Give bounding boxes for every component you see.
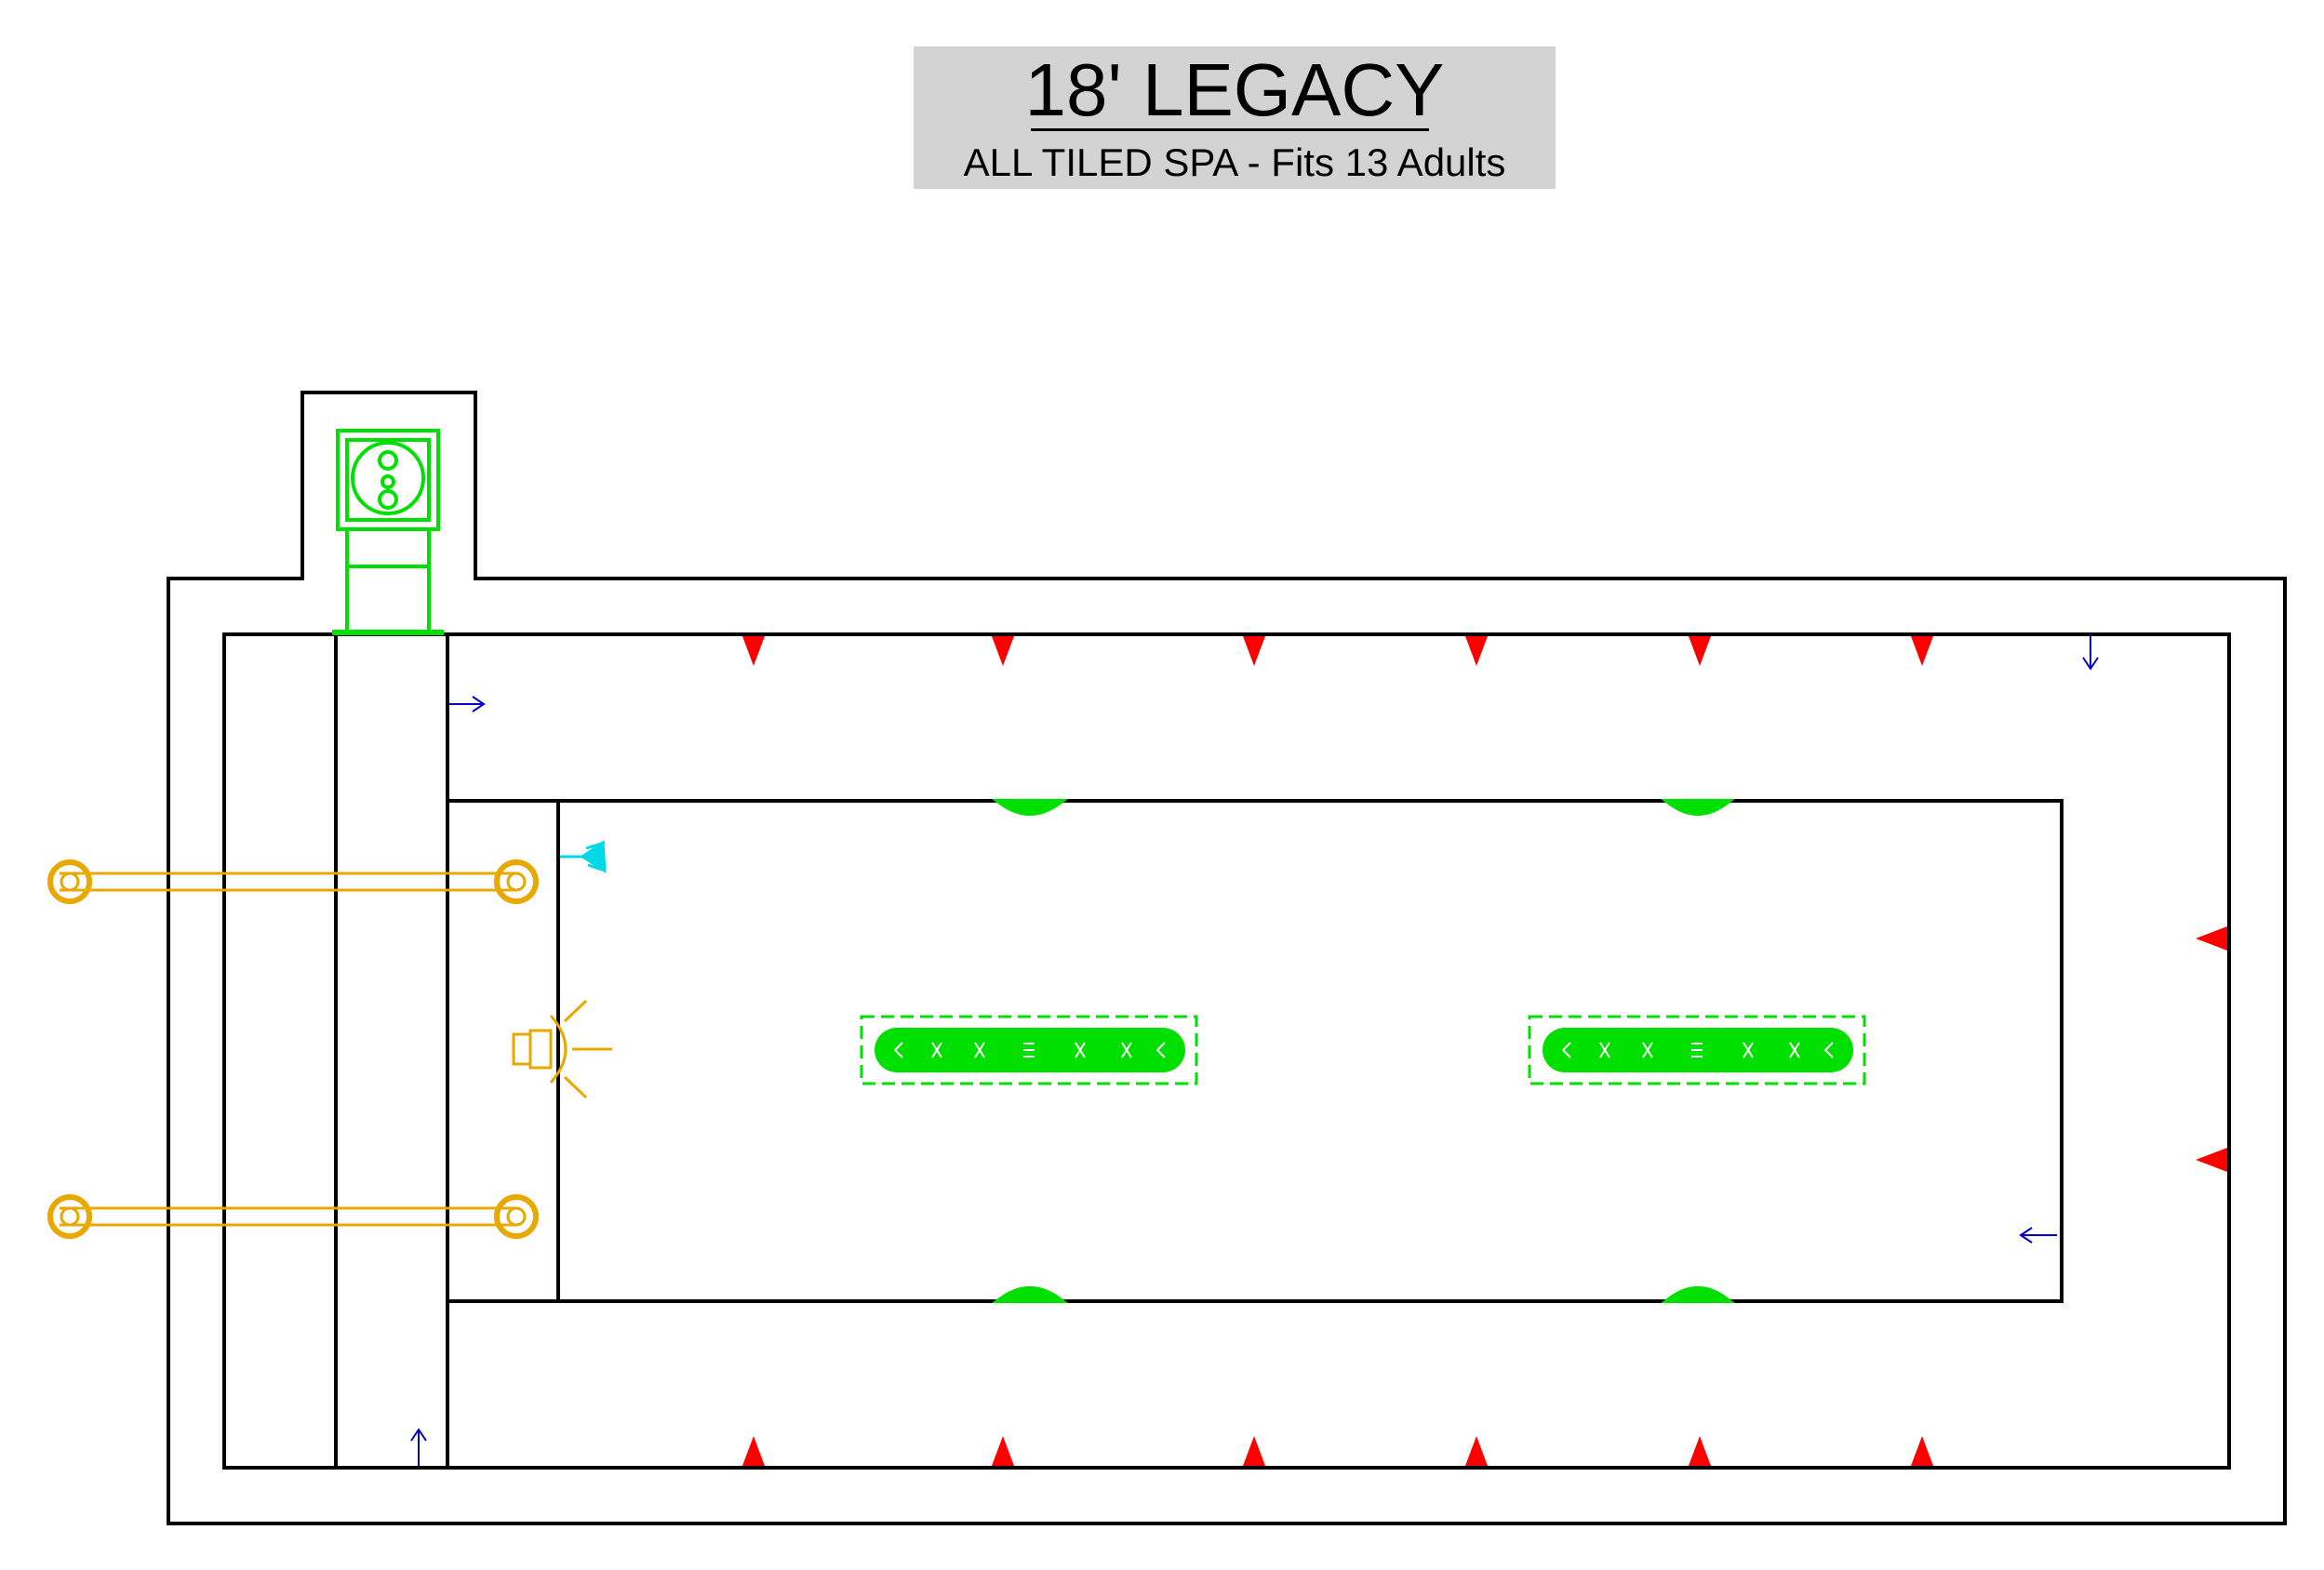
title-underline xyxy=(1031,128,1429,131)
jet-icon xyxy=(1689,1436,1711,1466)
handrail-icon xyxy=(47,1194,539,1239)
return-fitting-icon xyxy=(1661,799,1735,816)
jet-icon xyxy=(1911,636,1933,666)
spa-inner-wall xyxy=(222,632,2231,1470)
return-fitting-icon xyxy=(991,799,1069,816)
jet-icon xyxy=(1689,636,1711,666)
skimmer-icon xyxy=(332,429,444,635)
diagram-title: 18' LEGACY xyxy=(1024,48,1445,131)
jet-icon xyxy=(1243,636,1265,666)
air-bar-icon xyxy=(1528,1015,1866,1085)
return-arrow-icon xyxy=(2082,634,2099,671)
return-arrow-icon xyxy=(2019,1227,2057,1244)
flow-arrows xyxy=(410,634,2099,1466)
jet-icon xyxy=(2196,1148,2227,1172)
jet-icon xyxy=(1243,1436,1265,1466)
jet-icon xyxy=(2196,926,2227,951)
return-arrow-icon xyxy=(410,1428,427,1466)
return-fitting-icon xyxy=(1661,1286,1735,1303)
spa-outer-wall xyxy=(167,391,2287,1525)
spa-footwell xyxy=(446,799,2064,1303)
title-block: 18' LEGACY ALL TILED SPA - Fits 13 Adult… xyxy=(914,47,1556,189)
air-bar-icon xyxy=(860,1015,1198,1085)
jets-top-row xyxy=(742,636,1933,666)
fill-spout-icon xyxy=(560,840,607,873)
handrail-icon xyxy=(47,859,539,904)
spa-light-icon xyxy=(512,999,612,1099)
jets-bottom-row xyxy=(742,1436,1933,1466)
jet-icon xyxy=(1465,636,1488,666)
jet-icon xyxy=(1911,1436,1933,1466)
jet-icon xyxy=(992,636,1014,666)
jet-icon xyxy=(742,1436,765,1466)
jets-right-wall xyxy=(2196,926,2227,1172)
return-arrow-icon xyxy=(449,696,486,712)
jet-icon xyxy=(992,1436,1014,1466)
jet-icon xyxy=(742,636,765,666)
return-fitting-icon xyxy=(991,1286,1069,1303)
diagram-subtitle: ALL TILED SPA - Fits 13 Adults xyxy=(963,140,1506,184)
footwell-returns xyxy=(991,799,1735,1303)
jet-icon xyxy=(1465,1436,1488,1466)
